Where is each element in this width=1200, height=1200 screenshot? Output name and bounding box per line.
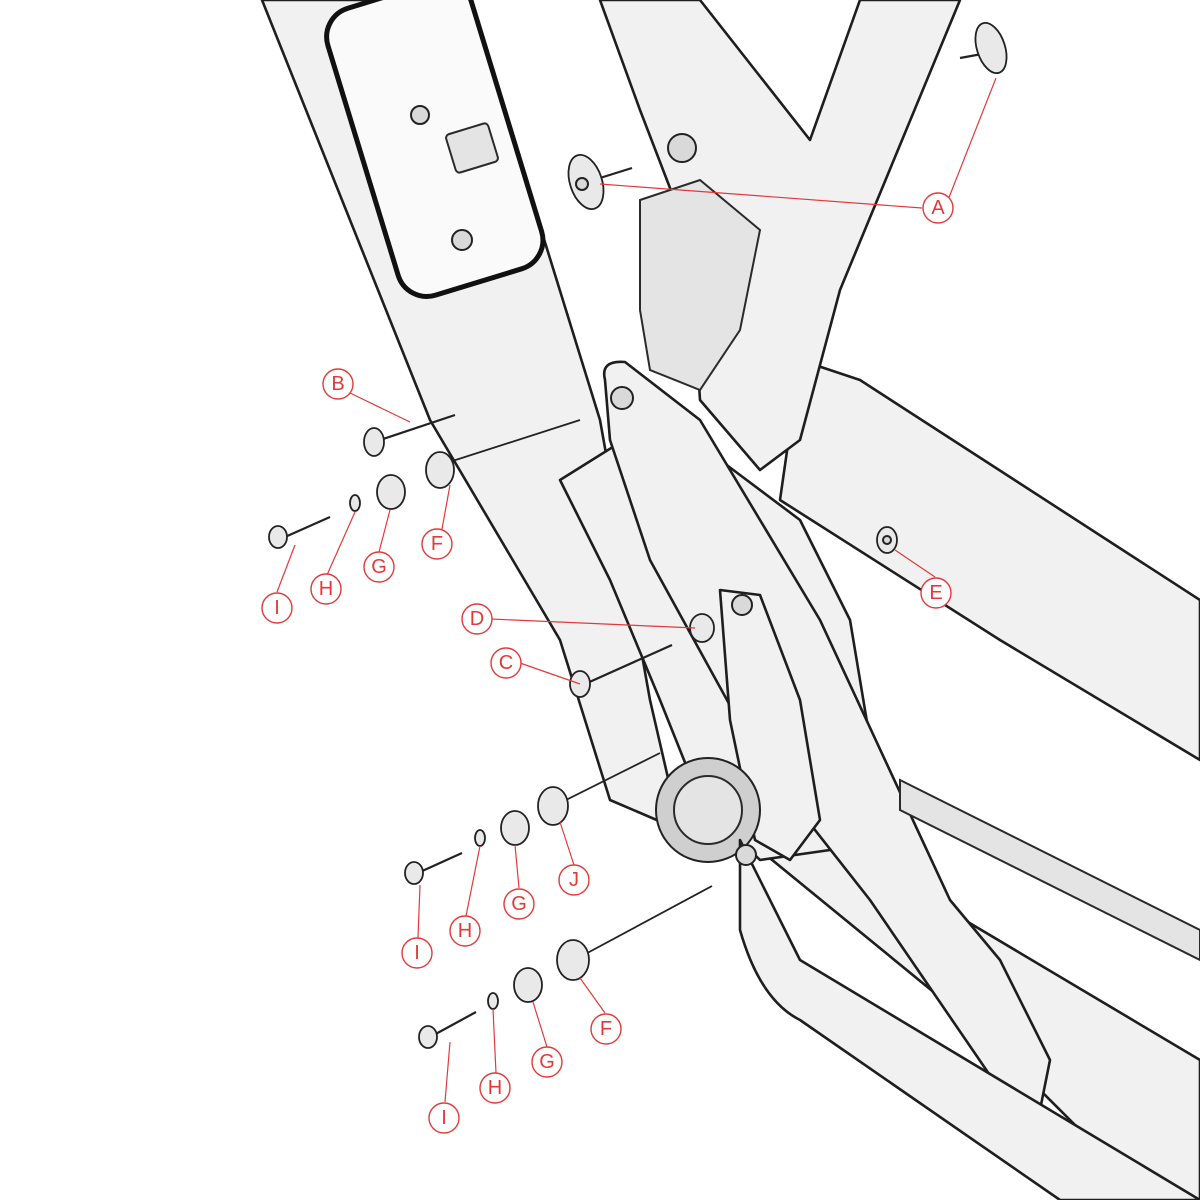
callout-g-upper: G	[363, 551, 395, 583]
callout-g-lower-label: G	[539, 1051, 555, 1073]
leader-c	[519, 662, 581, 685]
callout-i-middle: I	[401, 937, 433, 969]
cover-latch	[445, 122, 499, 174]
cover-bolt-lower	[451, 229, 473, 251]
washer-h-lower	[487, 992, 499, 1010]
spacer-g-upper	[376, 474, 406, 510]
axle-f-upper	[425, 419, 581, 489]
bolt-i-lower	[418, 1011, 477, 1049]
leader-i-upper	[276, 544, 296, 593]
leader-g-lower	[532, 1001, 548, 1048]
bolt-i-upper	[268, 515, 331, 549]
leader-d	[490, 618, 696, 629]
bolt-a-right	[959, 21, 1008, 75]
leader-a-right	[947, 77, 997, 201]
leader-e	[894, 549, 936, 578]
seat-stay-right	[778, 358, 1200, 762]
callout-g-middle-label: G	[511, 893, 527, 915]
leader-h-lower	[492, 1008, 497, 1074]
upper-pivot-hole	[667, 133, 697, 163]
callout-e: E	[920, 577, 952, 609]
callout-a: A	[922, 192, 954, 224]
callout-i-lower-label: I	[441, 1107, 447, 1129]
lower-link-pivot-hole	[731, 594, 753, 616]
shock-tunnel	[639, 178, 762, 392]
nut-e	[876, 526, 898, 554]
leader-i-middle	[417, 884, 421, 939]
callout-h-upper: H	[310, 573, 342, 605]
callout-c: C	[490, 647, 522, 679]
leader-f-lower	[579, 977, 606, 1014]
spacer-g-lower	[513, 967, 543, 1003]
cover-bolt-upper	[410, 105, 430, 125]
spacer-g-middle	[500, 810, 530, 846]
bolt-a-left	[567, 154, 633, 210]
callout-h-lower-label: H	[488, 1077, 502, 1099]
callout-f-lower: F	[590, 1013, 622, 1045]
rear-link-pivot-hole	[735, 844, 757, 866]
axle-f-lower	[556, 885, 713, 981]
bottom-bracket-bore	[673, 775, 743, 845]
chainstay-lower	[738, 838, 1200, 1200]
callout-h-middle: H	[449, 915, 481, 947]
callout-h-upper-label: H	[319, 578, 333, 600]
callout-g-lower: G	[531, 1046, 563, 1078]
callout-b-label: B	[331, 373, 344, 395]
callout-i-upper: I	[261, 592, 293, 624]
leader-a-left	[599, 183, 923, 209]
callout-e-label: E	[929, 582, 942, 604]
leader-h-middle	[465, 845, 481, 917]
callout-f-lower-label: F	[600, 1018, 612, 1040]
callout-d: D	[461, 603, 493, 635]
leader-g-upper	[378, 509, 391, 553]
battery-cover	[324, 0, 546, 299]
leader-b	[349, 392, 411, 423]
callout-d-label: D	[470, 608, 484, 630]
callout-b: B	[322, 368, 354, 400]
leader-h-upper	[326, 511, 356, 576]
callout-a-label: A	[931, 197, 945, 219]
callout-f-upper: F	[421, 528, 453, 560]
callout-h-middle-label: H	[458, 920, 472, 942]
bolt-c	[569, 643, 673, 698]
callout-g-middle: G	[503, 888, 535, 920]
axle-j	[537, 752, 661, 826]
leader-j	[559, 821, 575, 866]
leader-g-middle	[514, 844, 520, 889]
callout-g-upper-label: G	[371, 556, 387, 578]
callout-i-lower: I	[428, 1102, 460, 1134]
callout-f-upper-label: F	[431, 533, 443, 555]
lower-link	[718, 588, 822, 862]
main-pivot-hole	[610, 386, 634, 410]
bolt-i-middle	[404, 851, 463, 885]
hardware	[268, 21, 1008, 1049]
callout-i-middle-label: I	[414, 942, 420, 964]
callout-c-label: C	[499, 652, 513, 674]
bolt-b	[363, 413, 456, 457]
callout-j-label: J	[569, 869, 579, 891]
callout-h-lower: H	[479, 1072, 511, 1104]
washer-h-middle	[474, 829, 486, 847]
rocker-link	[602, 360, 1052, 1112]
bike-frame	[260, 0, 1200, 1200]
chainstay-protector	[899, 778, 1200, 962]
washer-h-upper	[349, 494, 361, 512]
leader-i-lower	[444, 1041, 451, 1103]
callout-i-upper-label: I	[274, 597, 280, 619]
callout-j: J	[558, 864, 590, 896]
